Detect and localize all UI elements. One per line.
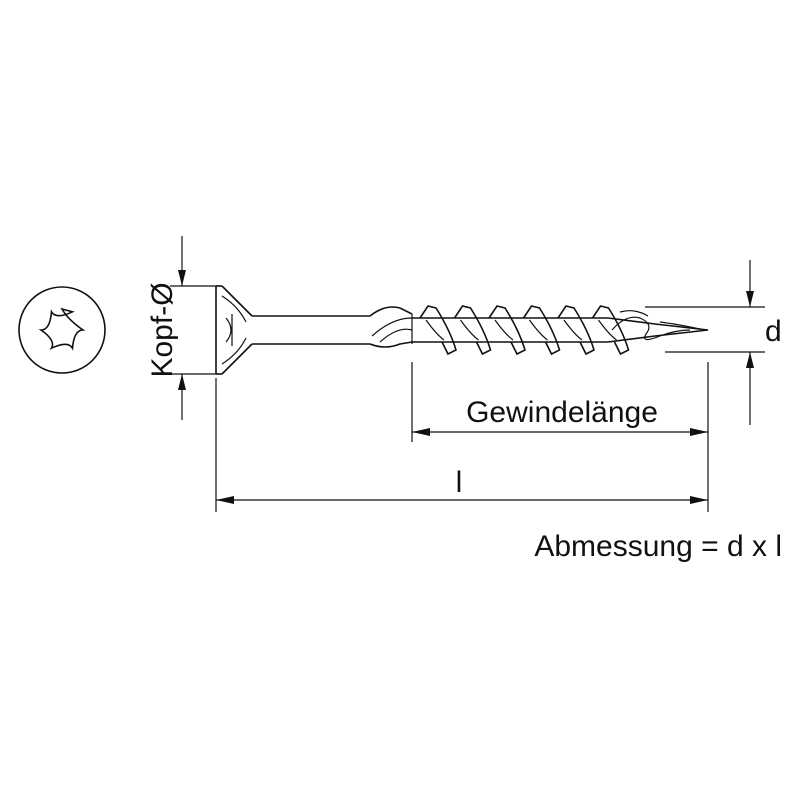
screw-side-view	[215, 285, 709, 375]
torx-drive-icon	[18, 286, 106, 374]
screw-cutter	[369, 306, 413, 348]
thread-flight	[453, 305, 492, 356]
head-diameter-label: Kopf-Ø	[146, 282, 179, 377]
thread-flight-back	[529, 319, 548, 341]
thread-length-dimension: Gewindelänge	[411, 362, 709, 512]
total-length-label: l	[456, 466, 463, 499]
thread-flight	[557, 305, 595, 356]
total-length-dimension: l	[215, 378, 708, 512]
thread-flight	[591, 305, 630, 356]
screw-thread	[412, 305, 630, 356]
thread-flight	[522, 305, 561, 356]
screw-shank	[252, 315, 370, 345]
thread-flight	[488, 305, 526, 356]
thread-flight-back	[563, 319, 583, 341]
thread-diameter-dimension: d	[645, 260, 782, 425]
dimension-formula: Abmessung = d x l	[534, 530, 782, 563]
torx-star-shape	[38, 307, 86, 351]
thread-flight-back	[460, 319, 479, 341]
screw-tip	[607, 310, 709, 343]
head-diameter-dimension: Kopf-Ø	[146, 236, 216, 420]
screw-head	[215, 285, 253, 375]
thread-flight-back	[425, 319, 445, 341]
thread-flight	[419, 305, 457, 356]
thread-length-label: Gewindelänge	[466, 396, 658, 429]
thread-flight-back	[598, 319, 617, 341]
thread-flight-back	[494, 319, 514, 341]
thread-diameter-label: d	[765, 315, 782, 348]
